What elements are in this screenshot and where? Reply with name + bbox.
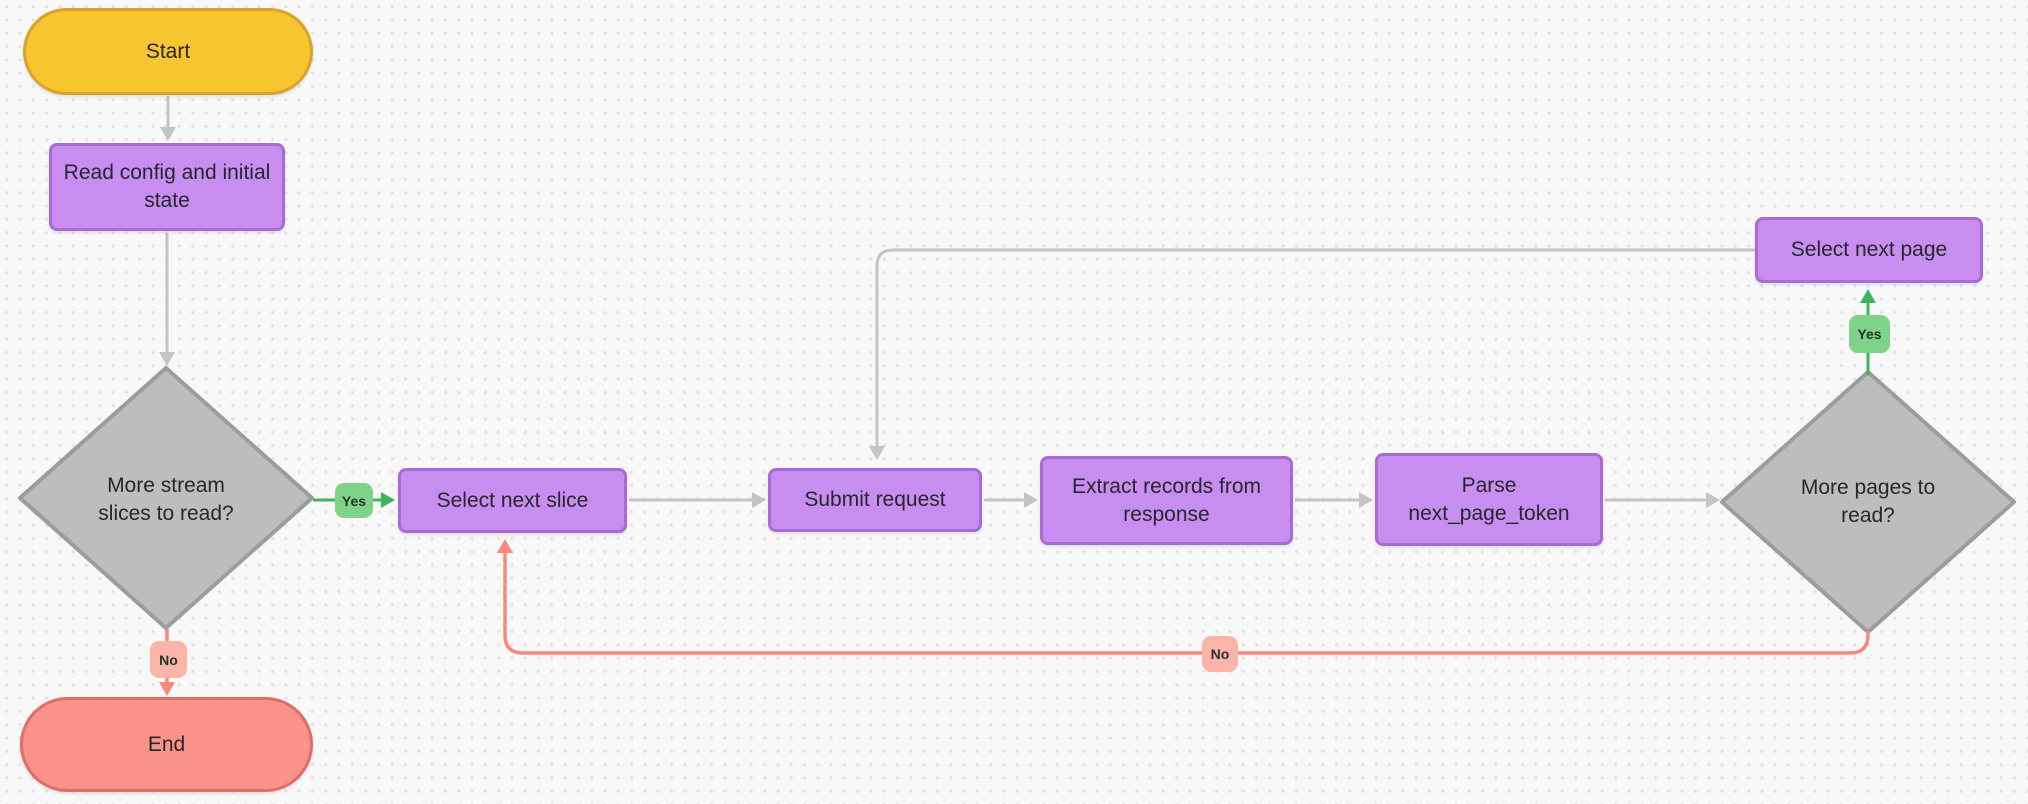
node-parse-next-page-token[interactable]: Parse next_page_token [1375, 453, 1603, 546]
edge-select-slice-to-submit [629, 492, 766, 508]
edge-select-page-to-submit [869, 248, 1755, 460]
node-extract-records[interactable]: Extract records from response [1040, 456, 1293, 545]
node-end[interactable]: End [20, 697, 313, 792]
node-start[interactable]: Start [23, 8, 313, 95]
edge-label-slices-yes[interactable]: Yes [335, 483, 373, 518]
node-submit-request[interactable]: Submit request [768, 468, 982, 532]
node-select-next-page-label: Select next page [1790, 238, 1948, 262]
edge-label-slices-no[interactable]: No [150, 641, 187, 678]
node-more-slices-label: More stream slices to read? [98, 474, 234, 525]
edge-parse-to-more-pages [1605, 492, 1720, 508]
node-end-label: End [147, 732, 186, 756]
edge-submit-to-extract [984, 492, 1038, 508]
edge-label-pages-no[interactable]: No [1202, 636, 1238, 672]
node-more-slices-diamond[interactable] [18, 366, 314, 630]
node-extract-records-label: Extract records from response [1071, 474, 1262, 526]
node-more-pages-label: More pages to read? [1800, 476, 1936, 527]
edge-more-pages-no [497, 539, 1870, 655]
edge-start-to-read-config [160, 96, 176, 141]
node-select-next-slice-label: Select next slice [436, 488, 589, 512]
edge-label-pages-yes[interactable]: Yes [1849, 315, 1890, 353]
node-submit-request-label: Submit request [804, 488, 946, 512]
node-parse-next-page-token-label: Parse next_page_token [1408, 473, 1570, 525]
node-select-next-slice[interactable]: Select next slice [398, 468, 627, 533]
node-start-label: Start [145, 39, 191, 63]
node-read-config-label: Read config and initial state [63, 161, 271, 212]
edge-read-config-to-more-slices [159, 233, 175, 366]
edge-extract-to-parse [1295, 492, 1373, 508]
node-select-next-page[interactable]: Select next page [1755, 217, 1983, 283]
node-read-config[interactable]: Read config and initial state [49, 143, 285, 231]
